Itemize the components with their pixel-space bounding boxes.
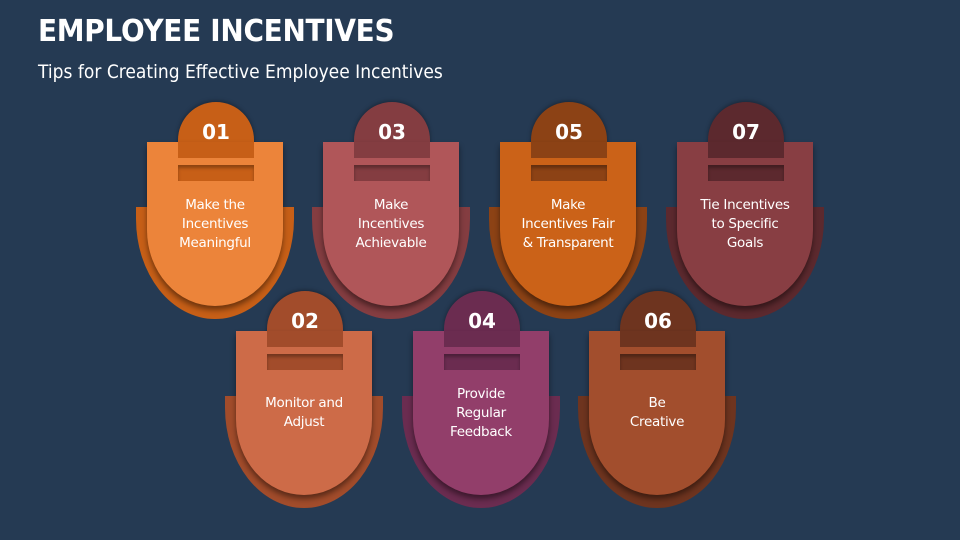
card-tab-overlap bbox=[178, 142, 254, 158]
card-tab-overlap bbox=[708, 142, 784, 158]
card-label-line: Adjust bbox=[283, 414, 325, 430]
card-label-line: Regular bbox=[456, 405, 506, 421]
card-label-line: Provide bbox=[457, 386, 505, 402]
card-tab-overlap bbox=[444, 331, 520, 347]
card-number: 02 bbox=[291, 309, 319, 333]
card-number: 04 bbox=[468, 309, 496, 333]
card-label: Tie Incentives to Specific Goals bbox=[682, 196, 808, 253]
card-label-line: Incentives bbox=[181, 216, 249, 232]
card-number: 07 bbox=[732, 120, 760, 144]
card-label: Provide Regular Feedback bbox=[418, 385, 544, 442]
card-label-line: Monitor and bbox=[265, 395, 343, 411]
card-label-line: Make bbox=[373, 197, 409, 213]
card-label-line: Make the bbox=[185, 197, 245, 213]
incentive-card-07: 07 Tie Incentives to Specific Goals bbox=[666, 102, 826, 322]
incentive-card-04: 04 Provide Regular Feedback bbox=[402, 291, 562, 511]
card-label-line: Tie Incentives bbox=[700, 197, 790, 213]
card-number: 06 bbox=[644, 309, 672, 333]
card-label-line: Make bbox=[550, 197, 586, 213]
card-number: 01 bbox=[202, 120, 230, 144]
card-label-line: to Specific bbox=[711, 216, 779, 232]
card-label: Be Creative bbox=[594, 394, 720, 432]
card-label-line: Goals bbox=[726, 235, 764, 251]
card-tab-strip bbox=[620, 354, 696, 370]
incentive-card-01: 01 Make the Incentives Meaningful bbox=[136, 102, 296, 322]
card-number: 03 bbox=[378, 120, 406, 144]
card-tab-strip bbox=[444, 354, 520, 370]
card-tab-strip bbox=[531, 165, 607, 181]
card-label: Make Incentives Fair & Transparent bbox=[505, 196, 631, 253]
card-label: Make the Incentives Meaningful bbox=[152, 196, 278, 253]
incentive-card-03: 03 Make Incentives Achievable bbox=[312, 102, 472, 322]
incentive-card-06: 06 Be Creative bbox=[578, 291, 738, 511]
card-tab-overlap bbox=[267, 331, 343, 347]
card-label-line: Incentives bbox=[357, 216, 425, 232]
card-label-line: Meaningful bbox=[179, 235, 251, 251]
card-tab-strip bbox=[267, 354, 343, 370]
incentive-card-05: 05 Make Incentives Fair & Transparent bbox=[489, 102, 649, 322]
card-label-line: Achievable bbox=[355, 235, 427, 251]
card-label: Make Incentives Achievable bbox=[328, 196, 454, 253]
card-label-line: Feedback bbox=[450, 424, 512, 440]
card-label: Monitor and Adjust bbox=[241, 394, 367, 432]
card-tab-overlap bbox=[531, 142, 607, 158]
card-tab-overlap bbox=[354, 142, 430, 158]
page-title: EMPLOYEE INCENTIVES bbox=[38, 14, 395, 49]
card-number: 05 bbox=[555, 120, 583, 144]
card-label-line: Be bbox=[648, 395, 666, 411]
card-tab-overlap bbox=[620, 331, 696, 347]
card-tab-strip bbox=[354, 165, 430, 181]
incentive-card-02: 02 Monitor and Adjust bbox=[225, 291, 385, 511]
card-label-line: & Transparent bbox=[522, 235, 614, 251]
page-subtitle: Tips for Creating Effective Employee Inc… bbox=[38, 61, 443, 83]
card-label-line: Creative bbox=[629, 414, 685, 430]
card-tab-strip bbox=[708, 165, 784, 181]
card-label-line: Incentives Fair bbox=[521, 216, 615, 232]
card-tab-strip bbox=[178, 165, 254, 181]
